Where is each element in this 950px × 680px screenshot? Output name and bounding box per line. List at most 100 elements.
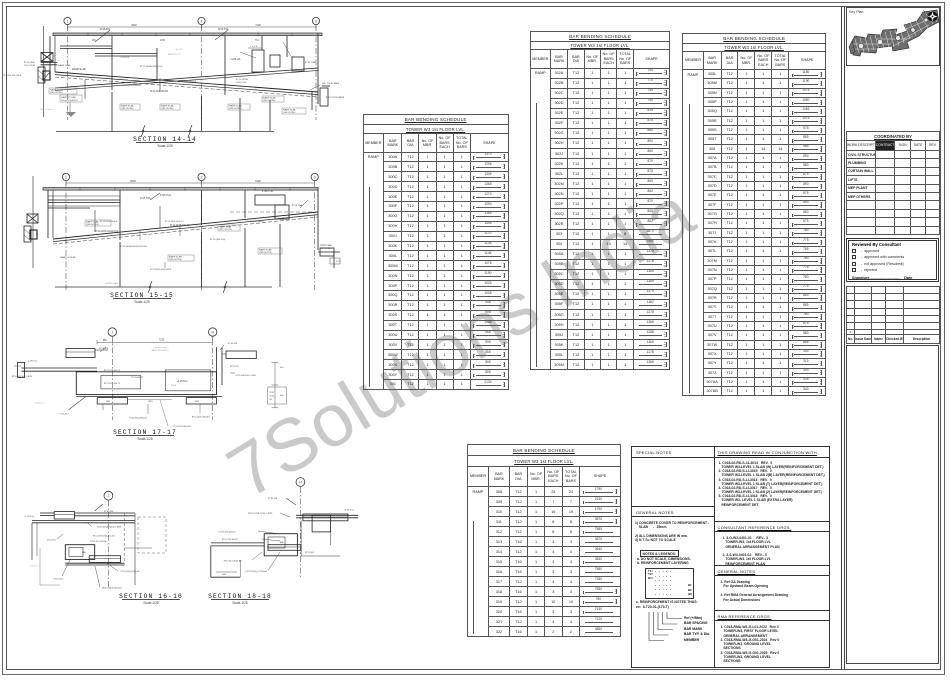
- svg-text:7120: 7120: [159, 339, 165, 342]
- svg-text:PRESS WALL: PRESS WALL: [320, 244, 334, 247]
- svg-text:200mm (SHADED): 200mm (SHADED): [61, 99, 78, 102]
- svg-text:8T12-303-(300)-B2: 8T12-303-(300)-B2: [129, 418, 148, 420]
- svg-text:7120: 7120: [255, 24, 261, 27]
- svg-text:RAMP UP 1:12: RAMP UP 1:12: [168, 53, 181, 56]
- svg-text:SECTION 18-18: SECTION 18-18: [208, 593, 272, 600]
- svg-text:11T12-316A-T(200-C B2M: 11T12-316A-T(200-C B2M: [97, 526, 122, 529]
- svg-text:(SEE DETAIL): (SEE DETAIL): [161, 107, 174, 110]
- svg-text:6040: 6040: [130, 180, 136, 183]
- svg-text:H: H: [299, 480, 302, 484]
- svg-text:+4.05 S.LL: +4.05 S.LL: [344, 510, 355, 512]
- svg-text:NGL 0.3 Macro: NGL 0.3 Macro: [40, 109, 54, 111]
- svg-text:2T16: 2T16: [336, 261, 341, 263]
- svg-text:890: 890: [106, 401, 110, 403]
- svg-text:(SEE NOTES): (SEE NOTES): [219, 229, 232, 231]
- svg-text:2T16-313: 2T16-313: [59, 414, 69, 416]
- svg-text:660: 660: [280, 395, 284, 397]
- svg-text:4T16 TOA: 4T16 TOA: [160, 194, 171, 197]
- svg-text:+1.05 S.LL: +1.05 S.LL: [24, 516, 35, 518]
- svg-text:RAISED WALL: RAISED WALL: [105, 282, 119, 285]
- svg-text:(Upward slope): (Upward slope): [153, 347, 167, 349]
- svg-text:RAMP SLAB: RAMP SLAB: [263, 97, 276, 100]
- svg-text:SEE DETAIL 2: SEE DETAIL 2: [250, 220, 264, 223]
- svg-text:(8T12-30(2)-(200)-B1: (8T12-30(2)-(200)-B1: [102, 588, 123, 590]
- svg-text:(300): (300): [270, 396, 275, 398]
- svg-text:2: 2: [201, 19, 203, 23]
- svg-text:RAMP SLAB: RAMP SLAB: [283, 109, 296, 112]
- svg-text:8T12-(316-: 8T12-(316-: [24, 62, 35, 64]
- svg-text:RAMP SLAB: RAMP SLAB: [229, 105, 242, 108]
- svg-text:RAMP SLAB: RAMP SLAB: [259, 249, 272, 252]
- svg-text:8T12-304: 8T12-304: [305, 552, 315, 554]
- svg-text:150)-150-B: 150)-150-B: [24, 65, 35, 67]
- svg-text:302U)-150: 302U)-150: [236, 82, 247, 84]
- svg-text:8T16-(303)-(200)-B: 8T16-(303)-(200)-B: [122, 85, 141, 87]
- svg-text:+4.05 LVL: +4.05 LVL: [230, 58, 241, 61]
- svg-text:1150: 1150: [160, 40, 166, 42]
- svg-text:(8T12-30(2)-(C200)-B1: (8T12-30(2)-(C200)-B1: [246, 571, 268, 573]
- svg-text:5120: 5120: [255, 180, 261, 183]
- svg-text:RAMP SLAB: RAMP SLAB: [161, 105, 174, 108]
- svg-text:2: 2: [201, 175, 203, 179]
- svg-text:8T12-(302A-: 8T12-(302A-: [236, 78, 249, 81]
- svg-text:(SEE DETAIL): (SEE DETAIL): [229, 107, 242, 110]
- svg-text:4T12-314: 4T12-314: [47, 539, 57, 541]
- svg-text:1 in 1.4: 1 in 1.4: [250, 46, 258, 48]
- svg-text:RAMP SLAB: RAMP SLAB: [58, 64, 71, 67]
- svg-text:(SEE DETAIL): (SEE DETAIL): [283, 111, 296, 114]
- svg-text:7T12-306-T2: 7T12-306-T2: [131, 377, 144, 379]
- svg-text:SECTION 14-14: SECTION 14-14: [133, 136, 197, 143]
- svg-text:8T12-(303-150)-T2: 8T12-(303-150)-T2: [165, 221, 184, 223]
- svg-text:2T16-316: 2T16-316: [99, 348, 109, 350]
- svg-text:SECTION 16-16: SECTION 16-16: [119, 593, 183, 600]
- svg-text:4T16 TOA: 4T16 TOA: [218, 28, 229, 31]
- svg-text:(SEE NOTES): (SEE NOTES): [86, 224, 99, 226]
- svg-text:4T16 TOA: 4T16 TOA: [262, 190, 273, 193]
- svg-text:SECTION 15-15: SECTION 15-15: [110, 292, 174, 299]
- svg-text:B2: B2: [270, 399, 273, 401]
- svg-text:600: 600: [222, 574, 226, 576]
- svg-text:2T16-316: 2T16-316: [228, 343, 238, 345]
- svg-text:RAMP SLAB: RAMP SLAB: [121, 105, 134, 108]
- svg-text:710: 710: [255, 40, 260, 42]
- svg-text:3040: 3040: [131, 24, 137, 27]
- svg-text:8T12-(304-150): 8T12-(304-150): [210, 239, 225, 241]
- svg-text:8T12-018A-01200-150: 8T12-018A-01200-150: [95, 230, 119, 233]
- svg-text:8T12-306-350-C B2M: 8T12-306-350-C B2M: [12, 376, 32, 378]
- svg-text:890: 890: [195, 401, 199, 403]
- svg-text:8T12 TOP B1 BARS: 8T12 TOP B1 BARS: [326, 96, 345, 99]
- svg-text:15T12-347A-T(200-C B2M: 15T12-347A-T(200-C B2M: [248, 512, 273, 515]
- svg-text:4T16 TOA: 4T16 TOA: [305, 61, 316, 64]
- svg-text:2T16-316: 2T16-316: [268, 498, 278, 500]
- svg-text:SLOPE: SLOPE: [176, 49, 183, 51]
- svg-text:SEE DETAIL: SEE DETAIL: [320, 247, 332, 250]
- svg-text:8T12-311-(300-B): 8T12-311-(300-B): [90, 541, 107, 543]
- svg-text:2T16-316: 2T16-316: [104, 511, 114, 513]
- svg-text:8T12-316-150-150-B: 8T12-316-150-150-B: [2, 75, 22, 77]
- svg-text:8T12-020-150-T2: 8T12-020-150-T2: [178, 81, 197, 83]
- svg-text:8T12-(302A-302U)-150-150: 8T12-(302A-302U)-150-150: [120, 245, 148, 248]
- svg-text:8T12-319-300-B1: 8T12-319-300-B1: [222, 539, 239, 541]
- svg-text:H: H: [211, 330, 214, 334]
- svg-text:+NGL S.LL: +NGL S.LL: [35, 403, 46, 405]
- svg-text:8T12-(300-300)-350-B2: 8T12-(300-300)-350-B2: [93, 536, 116, 538]
- svg-text:2No. T16 B1 BARS: 2No. T16 B1 BARS: [322, 82, 340, 85]
- svg-text:+NGL S.LL: +NGL S.LL: [30, 566, 41, 568]
- svg-text:8T12-30(2)-(200)-B2: 8T12-30(2)-(200)-B2: [121, 571, 141, 573]
- svg-text:RAMP DN-(SEE 3): RAMP DN-(SEE 3): [152, 349, 169, 352]
- svg-text:T.O.S: T.O.S: [171, 385, 177, 387]
- svg-text:RAMP SLAB: RAMP SLAB: [219, 226, 232, 229]
- svg-text:Scale-1/25: Scale-1/25: [143, 601, 158, 605]
- svg-text:8T12-(305)-(200)-B2 B: 8T12-(305)-(200)-B2 B: [150, 269, 172, 271]
- svg-text:14T12-318-300-T1: 14T12-318-300-T1: [218, 532, 236, 534]
- svg-text:8T12-304-(300)-B2: 8T12-304-(300)-B2: [192, 417, 211, 419]
- svg-text:Scale-1/25: Scale-1/25: [134, 300, 149, 304]
- svg-text:Scale-1/25: Scale-1/25: [157, 144, 172, 148]
- svg-text:+4.05 S.LL: +4.05 S.LL: [177, 381, 189, 383]
- svg-text:3: 3: [315, 19, 317, 23]
- svg-text:8T12-373-369-T2: 8T12-373-369-T2: [104, 370, 121, 372]
- svg-text:J: J: [111, 330, 113, 334]
- svg-text:665: 665: [103, 339, 108, 342]
- svg-text:Scale-1/25: Scale-1/25: [232, 601, 247, 605]
- svg-text:890: 890: [280, 542, 284, 544]
